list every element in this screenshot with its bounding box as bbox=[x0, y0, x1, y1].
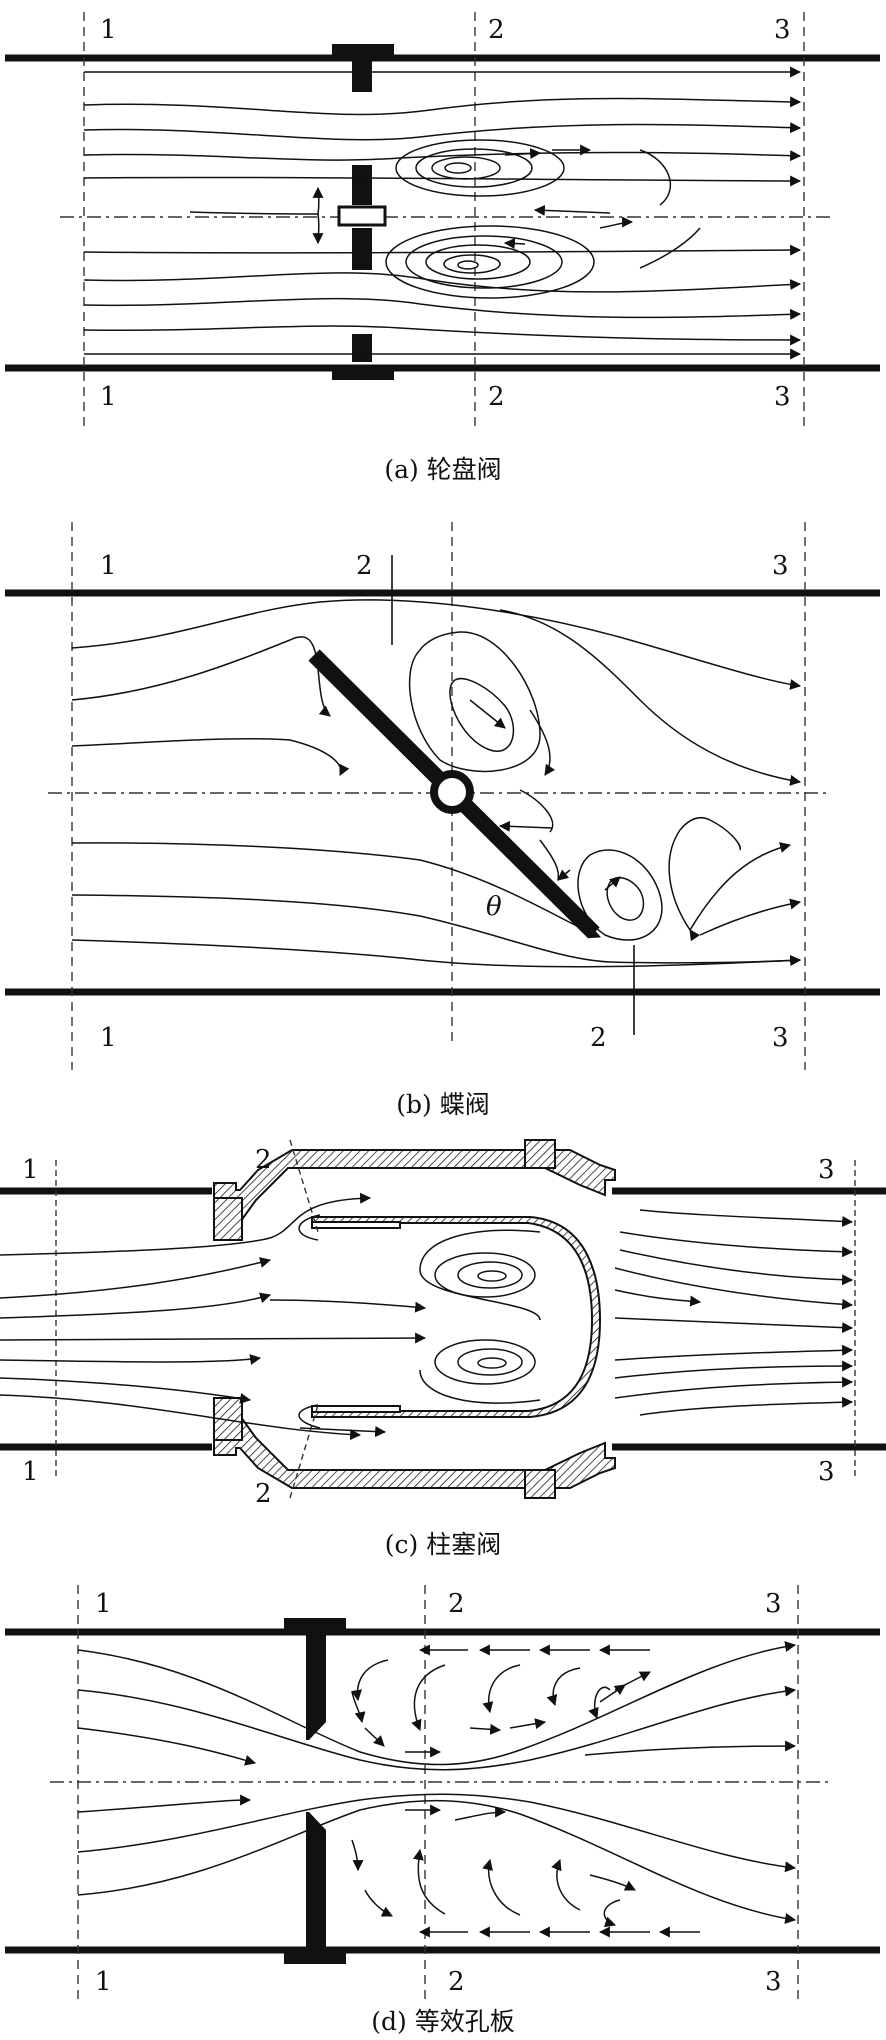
section-label-2-top: 2 bbox=[488, 15, 505, 45]
section-label-3-top: 3 bbox=[818, 1155, 835, 1185]
section-label-1-top: 1 bbox=[100, 551, 117, 581]
panel-c-plunger-valve: 1 2 3 1 2 3 (c) 柱塞阀 bbox=[0, 1139, 886, 1559]
eddy-arrows bbox=[351, 1659, 651, 1928]
jet-split bbox=[189, 186, 324, 245]
streamlines bbox=[77, 1641, 797, 1924]
section-label-3-top: 3 bbox=[772, 551, 789, 581]
section-label-2-bottom: 2 bbox=[448, 1967, 465, 1997]
streamlines bbox=[71, 599, 802, 968]
section-label-3-top: 3 bbox=[765, 1589, 782, 1619]
plunger-shell bbox=[311, 1216, 602, 1418]
section-label-3-bottom: 3 bbox=[772, 1023, 789, 1053]
panel-caption: (a) 轮盘阀 bbox=[384, 455, 501, 484]
panel-caption: (c) 柱塞阀 bbox=[385, 1530, 501, 1559]
section-label-3-bottom: 3 bbox=[774, 382, 791, 412]
section-line-2-lower bbox=[289, 1404, 319, 1499]
section-label-1-bottom: 1 bbox=[100, 382, 117, 412]
orifice-plate bbox=[284, 1618, 346, 1964]
panel-caption: (b) 蝶阀 bbox=[396, 1090, 489, 1119]
section-label-1-top: 1 bbox=[100, 15, 117, 45]
panel-a-wheel-valve: 1 2 3 1 2 3 (a) 轮盘阀 bbox=[5, 12, 880, 484]
angle-label-theta: θ bbox=[486, 892, 502, 922]
section-label-1-bottom: 1 bbox=[95, 1967, 112, 1997]
recirculation-vortex bbox=[298, 1214, 541, 1438]
reverse-flow-arrows bbox=[418, 1644, 700, 1938]
section-label-3-bottom: 3 bbox=[765, 1967, 782, 1997]
panel-caption: (d) 等效孔板 bbox=[371, 2007, 514, 2036]
section-label-2-top: 2 bbox=[255, 1145, 272, 1175]
section-label-2-bottom: 2 bbox=[255, 1479, 272, 1509]
section-label-2-bottom: 2 bbox=[590, 1023, 607, 1053]
butterfly-valve-disc bbox=[308, 649, 600, 939]
streamlines bbox=[0, 1192, 854, 1441]
section-label-2-top: 2 bbox=[356, 551, 373, 581]
section-label-2-top: 2 bbox=[448, 1589, 465, 1619]
section-label-1-bottom: 1 bbox=[100, 1023, 117, 1053]
recirculation-vortex-upper bbox=[395, 139, 671, 206]
panel-d-equivalent-orifice: 1 2 3 1 2 3 (d) 等效孔板 bbox=[5, 1585, 880, 2036]
section-label-3-top: 3 bbox=[774, 15, 791, 45]
section-label-3-bottom: 3 bbox=[818, 1457, 835, 1487]
recirculation-vortex-upper bbox=[408, 631, 560, 881]
recirculation-vortex-lower bbox=[385, 204, 701, 299]
wheel-valve-disc bbox=[332, 44, 394, 380]
section-label-1-bottom: 1 bbox=[22, 1457, 39, 1487]
section-label-1-top: 1 bbox=[22, 1155, 39, 1185]
panel-b-butterfly-valve: 1 2 3 1 2 3 θ (b) 蝶阀 bbox=[5, 522, 880, 1119]
section-label-2-bottom: 2 bbox=[488, 382, 505, 412]
plunger-valve-housing bbox=[213, 1139, 616, 1499]
section-label-1-top: 1 bbox=[95, 1589, 112, 1619]
recirculation-vortex-lower bbox=[557, 817, 802, 942]
streamlines bbox=[83, 66, 802, 360]
